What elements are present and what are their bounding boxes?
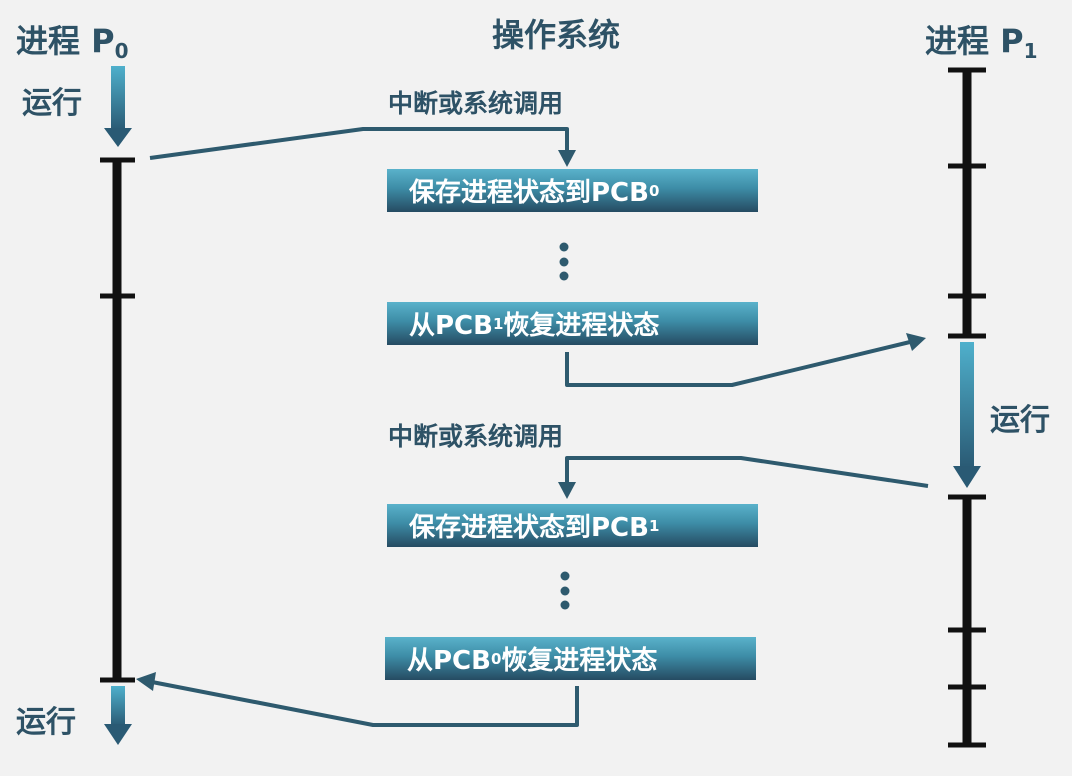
ellipsis-dot <box>559 257 569 267</box>
arrowhead-down-1 <box>558 150 576 167</box>
p0-run-arrow-top <box>104 66 132 147</box>
interrupt-label-2: 中断或系统调用 <box>388 422 564 451</box>
header-process-p0: 进程 P0 <box>16 22 129 63</box>
p1-run-label: 运行 <box>990 403 1050 438</box>
p1-timeline <box>948 67 986 748</box>
arrowhead-to-p0 <box>136 672 156 691</box>
p0-run-label-bottom: 运行 <box>16 705 76 740</box>
ellipsis-dot <box>560 586 570 596</box>
header-operating-system: 操作系统 <box>492 16 621 54</box>
p0-run-label-top: 运行 <box>22 86 82 121</box>
p0-timeline <box>100 157 135 683</box>
connector-os-to-p0 <box>151 680 579 727</box>
header-process-p1: 进程 P1 <box>925 22 1038 63</box>
ellipsis-dot <box>559 271 569 281</box>
ellipsis-dot <box>559 242 569 252</box>
connector-os-to-p1 <box>565 340 911 387</box>
arrowhead-down-2 <box>558 482 576 499</box>
p0-run-arrow-bottom <box>104 686 132 745</box>
arrowhead-to-p1 <box>906 333 926 351</box>
p1-run-arrow <box>953 342 981 488</box>
ellipsis-dot <box>560 600 570 610</box>
connector-p0-to-os <box>149 127 569 160</box>
ellipsis-dot <box>560 571 570 581</box>
interrupt-label-1: 中断或系统调用 <box>388 89 564 118</box>
connector-p1-to-os <box>565 456 929 488</box>
